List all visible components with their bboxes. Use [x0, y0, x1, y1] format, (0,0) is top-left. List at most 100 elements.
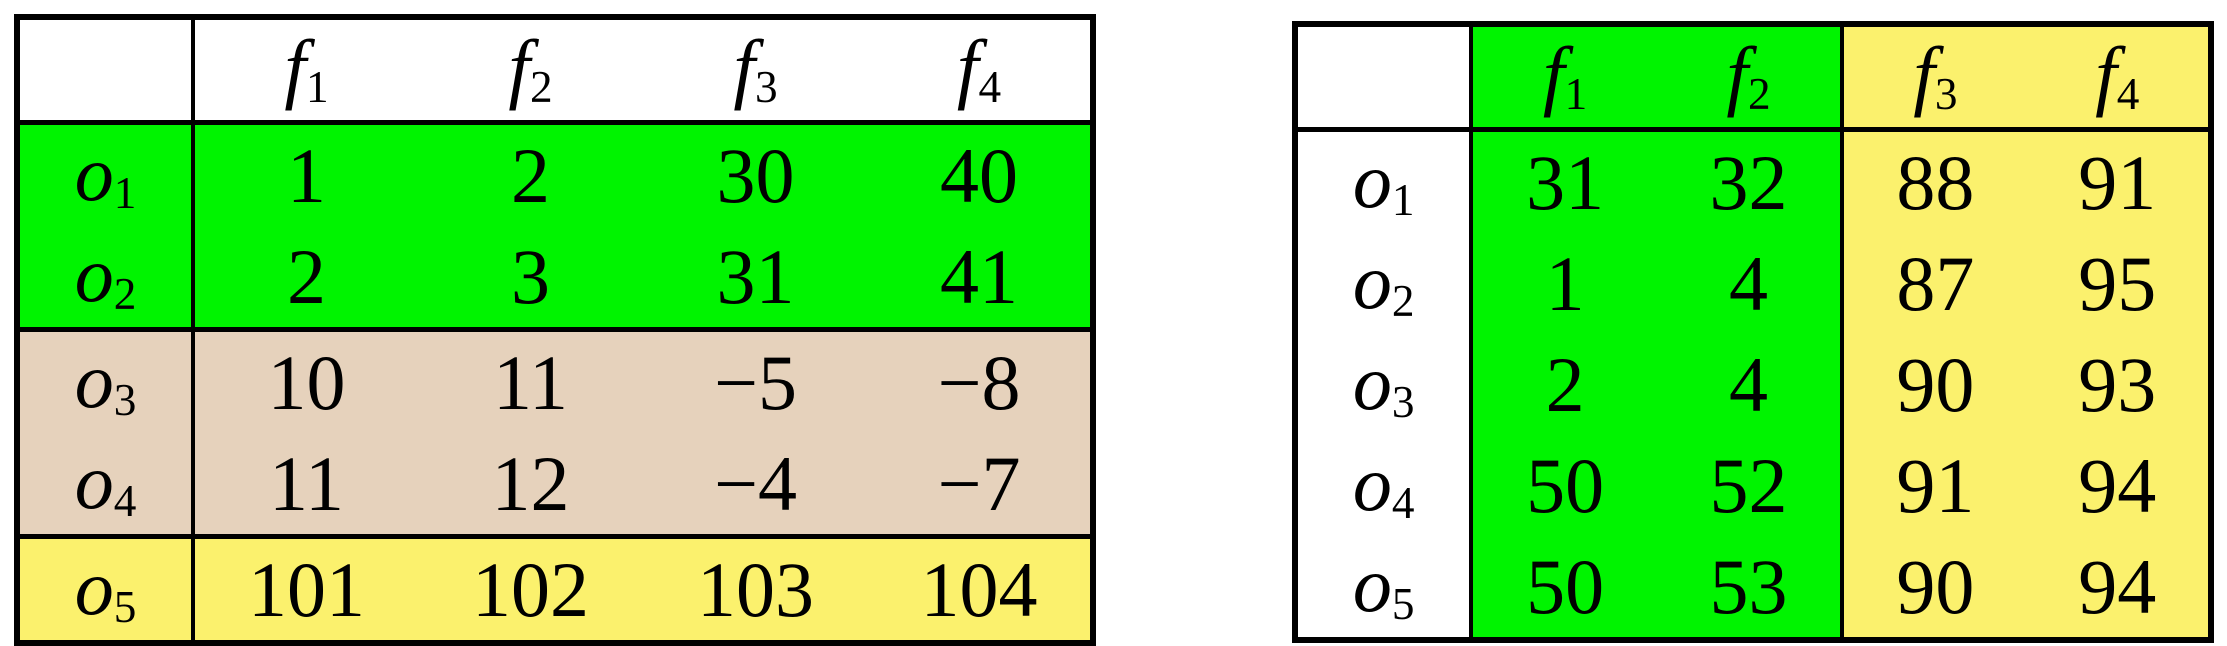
right-col-header-f1: f1: [1471, 24, 1657, 132]
left-row-o5: o5 101 102 103 104: [17, 536, 1093, 643]
o5-subscript: 5: [1391, 578, 1415, 629]
o2-subscript: 2: [113, 268, 137, 319]
right-row-label-o4: o4: [1295, 435, 1474, 536]
o3-subscript: 3: [1391, 376, 1415, 427]
f1-subscript: 1: [306, 62, 329, 113]
right-header-row: f1 f2 f3 f4: [1295, 24, 2211, 132]
f3-label: f: [733, 24, 756, 112]
right-cell-o5-f4: 94: [2026, 536, 2211, 640]
o2-label: o: [1352, 237, 1392, 325]
right-cell-o3-f4: 93: [2026, 334, 2211, 435]
left-col-header-f4: f4: [868, 17, 1093, 125]
right-row-label-o5: o5: [1295, 536, 1474, 640]
f4-label: f: [956, 24, 979, 112]
left-row-label-o4: o4: [17, 433, 195, 539]
left-cell-o2-f4: 41: [868, 226, 1093, 332]
left-cell-o1-f4: 40: [868, 122, 1093, 226]
right-cell-o3-f3: 90: [1842, 334, 2027, 435]
f2-subscript: 2: [1747, 69, 1771, 120]
right-cell-o2-f4: 95: [2026, 233, 2211, 334]
left-row-o2: o2 2 3 31 41: [17, 226, 1093, 332]
f1-subscript: 1: [1564, 69, 1588, 120]
right-cell-o2-f2: 4: [1656, 233, 1845, 334]
left-cell-o2-f2: 3: [418, 226, 643, 332]
right-cell-o1-f2: 32: [1656, 129, 1845, 233]
f3-subscript: 3: [1934, 69, 1958, 120]
o1-subscript: 1: [1391, 174, 1415, 225]
right-col-header-f2: f2: [1656, 24, 1845, 132]
left-row-label-o1: o1: [17, 122, 195, 226]
f1-label: f: [1542, 31, 1565, 119]
left-cell-o4-f3: −4: [643, 433, 868, 539]
right-row-o5: o5 50 53 90 94: [1295, 536, 2211, 640]
left-cell-o4-f2: 12: [418, 433, 643, 539]
right-cell-o2-f3: 87: [1842, 233, 2027, 334]
left-row-o1: o1 1 2 30 40: [17, 122, 1093, 226]
left-col-header-f3: f3: [643, 17, 868, 125]
o5-label: o: [1352, 540, 1392, 628]
right-row-o4: o4 50 52 91 94: [1295, 435, 2211, 536]
left-row-label-o3: o3: [17, 329, 195, 433]
left-row-o3: o3 10 11 −5 −8: [17, 329, 1093, 433]
left-corner-cell: [17, 17, 195, 125]
left-cell-o2-f1: 2: [193, 226, 418, 332]
left-cell-o3-f1: 10: [193, 329, 418, 433]
right-cell-o1-f3: 88: [1842, 129, 2027, 233]
o3-subscript: 3: [113, 374, 137, 425]
f2-label: f: [508, 24, 531, 112]
right-corner-cell: [1295, 24, 1474, 132]
right-row-o2: o2 1 4 87 95: [1295, 233, 2211, 334]
right-cell-o5-f3: 90: [1842, 536, 2027, 640]
left-col-header-f1: f1: [193, 17, 418, 125]
o1-subscript: 1: [113, 167, 137, 218]
f4-subscript: 4: [978, 62, 1002, 113]
left-cell-o3-f3: −5: [643, 329, 868, 433]
left-cell-o3-f4: −8: [868, 329, 1093, 433]
o4-label: o: [1352, 439, 1392, 527]
right-row-label-o2: o2: [1295, 233, 1474, 334]
right-cell-o4-f1: 50: [1471, 435, 1657, 536]
right-cell-o1-f4: 91: [2026, 129, 2211, 233]
left-cell-o5-f4: 104: [868, 536, 1093, 643]
right-cell-o3-f1: 2: [1471, 334, 1657, 435]
right-cell-o4-f2: 52: [1656, 435, 1845, 536]
left-cell-o1-f2: 2: [418, 122, 643, 226]
f4-label: f: [2095, 31, 2117, 119]
right-row-label-o1: o1: [1295, 129, 1474, 233]
right-cell-o3-f2: 4: [1656, 334, 1845, 435]
left-cell-o5-f3: 103: [643, 536, 868, 643]
f3-label: f: [1913, 31, 1935, 119]
right-cell-o1-f1: 31: [1471, 129, 1657, 233]
right-row-label-o3: o3: [1295, 334, 1474, 435]
right-cell-o4-f4: 94: [2026, 435, 2211, 536]
f1-label: f: [284, 24, 307, 112]
f2-subscript: 2: [530, 62, 553, 113]
left-row-label-o2: o2: [17, 226, 195, 332]
right-cell-o5-f1: 50: [1471, 536, 1657, 640]
f4-subscript: 4: [2116, 69, 2140, 120]
right-row-o1: o1 31 32 88 91: [1295, 129, 2211, 233]
right-cell-o2-f1: 1: [1471, 233, 1657, 334]
o5-label: o: [74, 543, 114, 631]
o1-label: o: [1352, 136, 1392, 224]
o4-subscript: 4: [1391, 477, 1415, 528]
right-col-header-f3: f3: [1842, 24, 2027, 132]
o4-label: o: [74, 437, 114, 525]
o3-label: o: [74, 336, 114, 424]
right-table: f1 f2 f3 f4 o1 31 32 88 91 o2 1 4 87 95 …: [1292, 21, 2214, 643]
left-row-o4: o4 11 12 −4 −7: [17, 433, 1093, 539]
left-header-row: f1 f2 f3 f4: [17, 17, 1093, 125]
o4-subscript: 4: [113, 475, 137, 526]
o2-subscript: 2: [1391, 275, 1415, 326]
right-row-o3: o3 2 4 90 93: [1295, 334, 2211, 435]
left-cell-o4-f4: −7: [868, 433, 1093, 539]
left-cell-o4-f1: 11: [193, 433, 418, 539]
o3-label: o: [1352, 338, 1392, 426]
right-cell-o4-f3: 91: [1842, 435, 2027, 536]
o2-label: o: [74, 230, 114, 318]
left-table: f1 f2 f3 f4 o1 1 2 30 40 o2 2 3 31 41 o3…: [14, 14, 1096, 646]
o5-subscript: 5: [113, 581, 137, 632]
left-cell-o5-f2: 102: [418, 536, 643, 643]
left-cell-o3-f2: 11: [418, 329, 643, 433]
